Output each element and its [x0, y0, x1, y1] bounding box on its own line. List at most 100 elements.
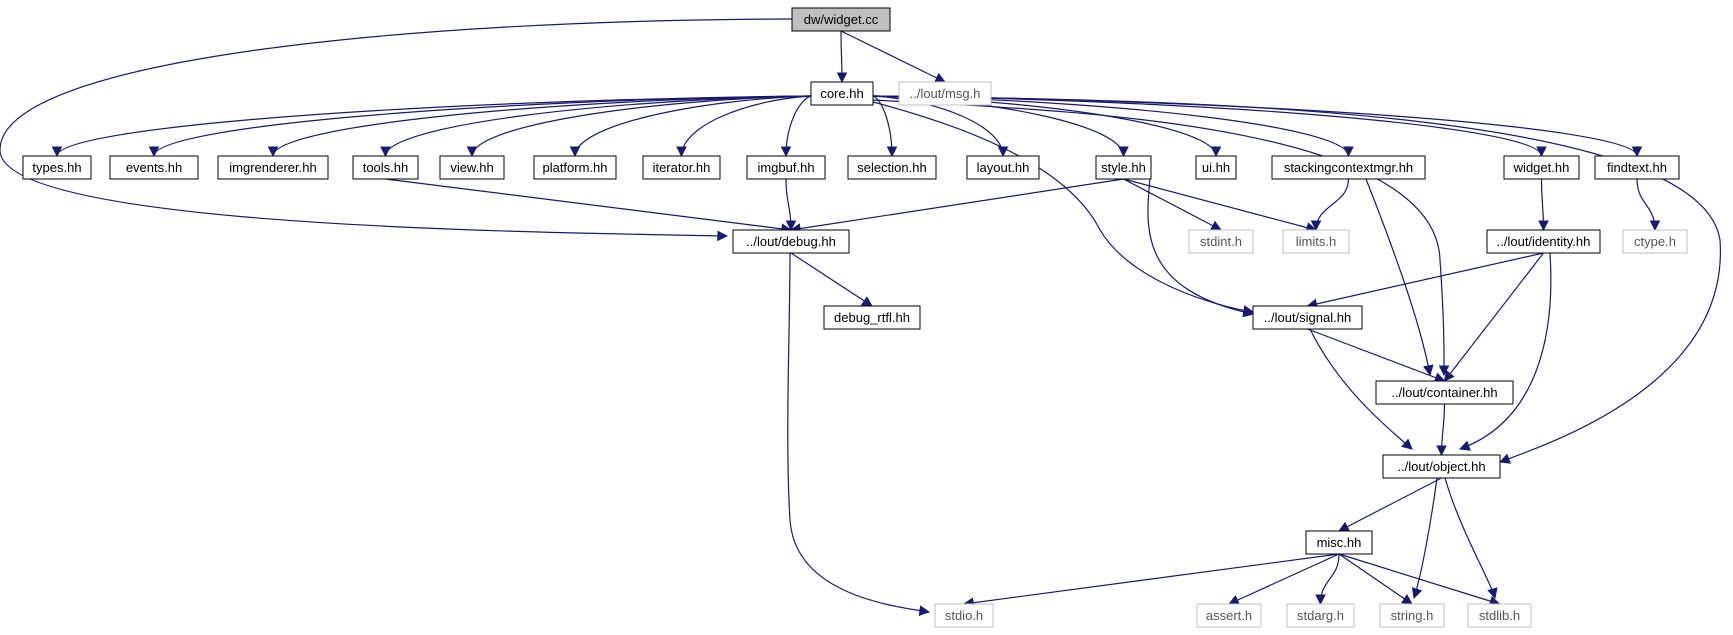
node-widget-cc[interactable]: dw/widget.cc [791, 7, 891, 32]
edge-core_hh-to-object_hh [872, 95, 1721, 464]
edge-core_hh-to-tools_hh [380, 95, 812, 158]
node-label: selection.hh [857, 160, 926, 175]
node-label: ../lout/object.hh [1397, 459, 1485, 474]
edge-tools_hh-to-debug_hh [385, 178, 793, 235]
node-box [1379, 603, 1445, 628]
edge-identity_hh-to-container_hh [1443, 252, 1544, 382]
edge-findtext_hh-to-ctype_h [1636, 178, 1661, 232]
edge-widget_cc-to-core_hh [836, 30, 848, 84]
node-box [810, 81, 874, 106]
node-stdint-h: stdint.h [1188, 229, 1254, 254]
edge-identity_hh-to-object_hh [1458, 252, 1552, 451]
node-msg-h: ../lout/msg.h [898, 81, 992, 106]
node-label: types.hh [32, 160, 81, 175]
node-box [1375, 380, 1514, 405]
node-label: stdint.h [1200, 234, 1242, 249]
node-label: layout.hh [977, 160, 1030, 175]
node-imgrenderer-hh[interactable]: imgrenderer.hh [217, 155, 329, 180]
edge-style_hh-to-stdint_h [1123, 178, 1222, 231]
node-signal-hh[interactable]: ../lout/signal.hh [1252, 305, 1363, 330]
edge-signal_hh-to-container_hh [1307, 328, 1446, 383]
node-selection-hh[interactable]: selection.hh [847, 155, 937, 180]
node-stackingcontextmgr-hh[interactable]: stackingcontextmgr.hh [1271, 155, 1426, 180]
node-label: iterator.hh [653, 160, 711, 175]
node-widget-hh[interactable]: widget.hh [1503, 155, 1580, 180]
edge-misc_hh-to-stdarg_h [1315, 553, 1340, 606]
node-label: imgrenderer.hh [229, 160, 316, 175]
node-label: ../lout/container.hh [1391, 385, 1497, 400]
node-label: ../lout/msg.h [910, 86, 981, 101]
node-layout-hh[interactable]: layout.hh [966, 155, 1040, 180]
node-label: imgbuf.hh [757, 160, 814, 175]
edge-style_hh-to-debug_hh [789, 178, 1124, 234]
edge-stackingcontextmgr_hh-to-container_hh [1365, 178, 1434, 377]
edge-core_hh-to-platform_hh [569, 95, 812, 158]
node-box [1095, 155, 1152, 180]
edge-core_hh-to-events_hh [148, 95, 812, 158]
edge-identity_hh-to-signal_hh [1306, 252, 1544, 310]
node-events-hh[interactable]: events.hh [109, 155, 199, 180]
node-label: limits.h [1296, 234, 1336, 249]
node-box [1467, 603, 1532, 628]
node-core-hh[interactable]: core.hh [810, 81, 874, 106]
edge-object_hh-to-stdlib_h [1444, 477, 1498, 600]
node-box [1282, 229, 1350, 254]
node-box [1252, 305, 1363, 330]
node-label: debug_rtfl.hh [834, 310, 910, 325]
node-label: string.h [1391, 608, 1434, 623]
edge-widget_cc-to-msg_h [840, 30, 946, 83]
node-stdio-h: stdio.h [934, 603, 994, 628]
node-label: stdarg.h [1297, 608, 1344, 623]
node-label: stdio.h [945, 608, 983, 623]
node-box [22, 155, 92, 180]
edge-core_hh-to-imgrenderer_hh [267, 95, 812, 158]
node-label: ui.hh [1202, 160, 1230, 175]
node-iterator-hh[interactable]: iterator.hh [642, 155, 721, 180]
node-box [1503, 155, 1580, 180]
node-box [1196, 603, 1262, 628]
node-limits-h: limits.h [1282, 229, 1350, 254]
node-box [1486, 229, 1601, 254]
node-box [732, 229, 850, 254]
node-box [439, 155, 505, 180]
edge-stackingcontextmgr_hh-to-limits_h [1310, 178, 1350, 232]
node-box [1271, 155, 1426, 180]
node-box [533, 155, 617, 180]
node-platform-hh[interactable]: platform.hh [533, 155, 617, 180]
node-object-hh[interactable]: ../lout/object.hh [1382, 454, 1501, 479]
edge-style_hh-to-limits_h [1123, 178, 1318, 233]
node-box [352, 155, 419, 180]
node-debug-hh[interactable]: ../lout/debug.hh [732, 229, 850, 254]
edge-widget_hh-to-identity_hh [1538, 178, 1549, 232]
edge-object_hh-to-string_h [1411, 477, 1438, 600]
node-label: widget.hh [1513, 160, 1570, 175]
node-box [746, 155, 826, 180]
node-tools-hh[interactable]: tools.hh [352, 155, 419, 180]
node-identity-hh[interactable]: ../lout/identity.hh [1486, 229, 1601, 254]
node-string-h: string.h [1379, 603, 1445, 628]
node-label: stdlib.h [1479, 608, 1520, 623]
node-box [1382, 454, 1501, 479]
edge-misc_hh-to-assert_h [1228, 553, 1340, 605]
edge-widget_cc-to-debug_hh [0, 18, 793, 242]
node-view-hh[interactable]: view.hh [439, 155, 505, 180]
edge-debug_hh-to-debug_rtfl_hh [790, 252, 873, 307]
node-box [1195, 155, 1237, 180]
node-label: ../lout/signal.hh [1264, 310, 1351, 325]
node-style-hh[interactable]: style.hh [1095, 155, 1152, 180]
node-ui-hh[interactable]: ui.hh [1195, 155, 1237, 180]
node-types-hh[interactable]: types.hh [22, 155, 92, 180]
node-findtext-hh[interactable]: findtext.hh [1594, 155, 1680, 180]
node-box [791, 7, 891, 32]
node-imgbuf-hh[interactable]: imgbuf.hh [746, 155, 826, 180]
node-ctype-h: ctype.h [1622, 229, 1688, 254]
node-container-hh[interactable]: ../lout/container.hh [1375, 380, 1514, 405]
node-label: style.hh [1101, 160, 1146, 175]
node-box [823, 305, 921, 330]
node-debug-rtfl-hh[interactable]: debug_rtfl.hh [823, 305, 921, 330]
edge-misc_hh-to-stdlib_h [1338, 553, 1501, 607]
node-misc-hh[interactable]: misc.hh [1305, 530, 1373, 555]
node-stdarg-h: stdarg.h [1286, 603, 1355, 628]
node-label: view.hh [450, 160, 493, 175]
